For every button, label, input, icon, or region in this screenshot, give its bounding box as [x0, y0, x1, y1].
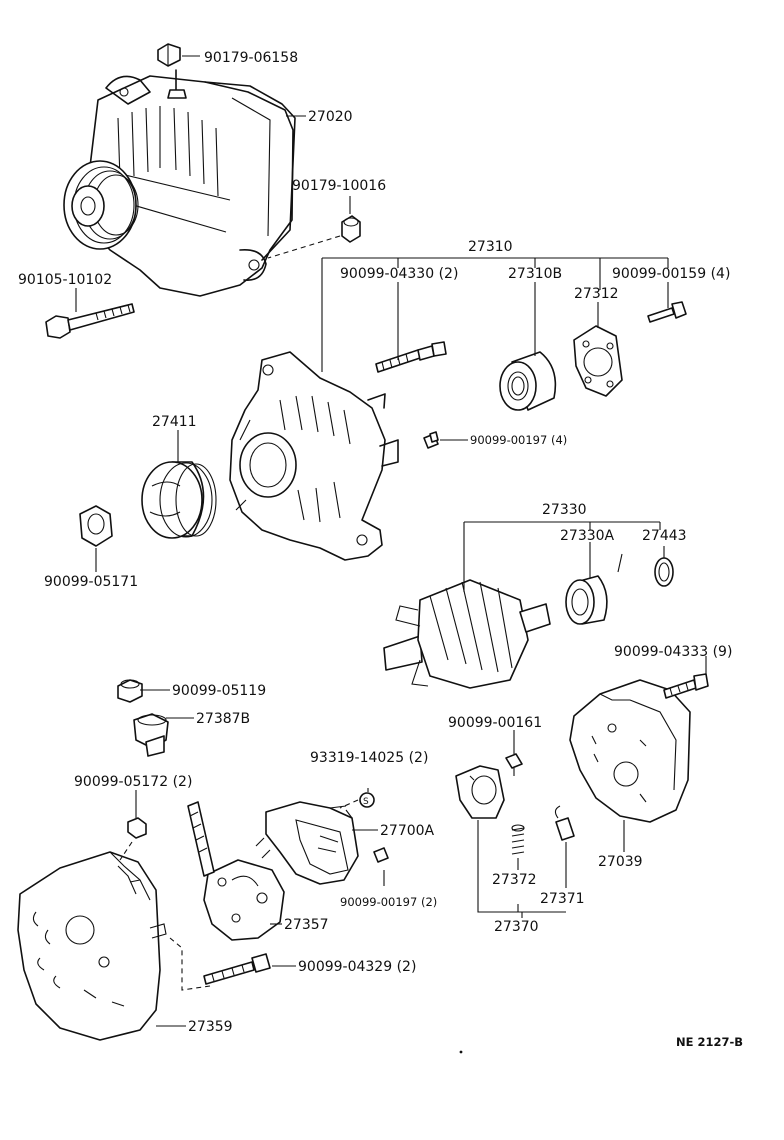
- nut-90099-05171-icon: [79, 505, 113, 547]
- screw-93319-14025-icon: S: [359, 792, 375, 808]
- rectifier-holder-27359-icon: [17, 851, 167, 1041]
- screw-90099-00197-4-icon: [423, 431, 439, 449]
- nut-90179-10016-icon: [341, 215, 361, 243]
- label-90099-00161: 90099-00161: [448, 715, 542, 731]
- insulator-27387B-icon: [133, 713, 169, 757]
- label-93319-14025: 93319-14025 (2): [310, 750, 428, 766]
- label-27411: 27411: [152, 414, 197, 430]
- label-90099-00197-4: 90099-00197 (4): [470, 433, 567, 447]
- label-27443: 27443: [642, 528, 687, 544]
- label-27310B: 27310B: [508, 266, 562, 282]
- nut-90099-05172-icon: [127, 817, 147, 839]
- label-27039: 27039: [598, 854, 643, 870]
- label-90179-10016: 90179-10016: [292, 178, 386, 194]
- pulley-27411-icon: [141, 461, 217, 539]
- label-27330: 27330: [542, 502, 587, 518]
- label-27310: 27310: [468, 239, 513, 255]
- nut-90179-06158-icon: [157, 43, 181, 67]
- label-27700A: 27700A: [380, 823, 435, 839]
- label-27330A: 27330A: [560, 528, 615, 544]
- bolt-90099-04333-icon: [663, 673, 709, 699]
- brush-holder-27370-icon: [455, 765, 505, 819]
- drive-end-frame: [229, 351, 399, 561]
- label-90099-04333: 90099-04333 (9): [614, 644, 732, 660]
- label-90099-00159: 90099-00159 (4): [612, 266, 730, 282]
- label-27372: 27372: [492, 872, 537, 888]
- svg-text:S: S: [363, 797, 369, 807]
- speck-dot: [459, 1050, 463, 1054]
- screw-90099-00159-icon: [647, 301, 687, 323]
- bolt-90099-04329-icon: [203, 953, 271, 985]
- diagram-code: NE 2127-B: [676, 1035, 743, 1049]
- label-90179-06158: 90179-06158: [204, 50, 298, 66]
- label-27387B: 27387B: [196, 711, 250, 727]
- rotor-27330-icon: [383, 579, 551, 689]
- brush-holder-27357-icon: [187, 801, 285, 941]
- bolt-90105-10102-icon: [45, 303, 135, 339]
- retainer-27312-icon: [573, 325, 623, 397]
- part-labels: 90179-06158 27020 90179-10016 90105-1010…: [18, 50, 743, 1049]
- label-27370: 27370: [494, 919, 539, 935]
- spring-27372-icon: [511, 824, 525, 855]
- rectifier-end-frame-27039-icon: [569, 679, 691, 823]
- label-90099-04329: 90099-04329 (2): [298, 959, 416, 975]
- screw-90099-00197-2-icon: [373, 847, 389, 863]
- label-90099-00197-2: 90099-00197 (2): [340, 895, 437, 909]
- bearing-27310B-icon: [499, 351, 557, 411]
- label-27371: 27371: [540, 891, 585, 907]
- label-90099-05171: 90099-05171: [44, 574, 138, 590]
- bearing-27330A-icon: [565, 575, 608, 625]
- label-27020: 27020: [308, 109, 353, 125]
- alternator-assembly: [63, 69, 296, 297]
- label-90105-10102: 90105-10102: [18, 272, 112, 288]
- label-90099-05119: 90099-05119: [172, 683, 266, 699]
- nut-90099-05119-icon: [117, 679, 143, 703]
- stud-90099-04330-icon: [375, 341, 447, 373]
- tick-mark: [617, 553, 623, 573]
- regulator-27700A-icon: [255, 801, 359, 885]
- brush-27371-icon: [554, 805, 575, 841]
- leader-lines: [75, 55, 707, 1027]
- label-90099-05172: 90099-05172 (2): [74, 774, 192, 790]
- cover-27443-icon: [654, 557, 674, 587]
- screw-90099-00161-icon: [505, 753, 523, 776]
- label-27359: 27359: [188, 1019, 233, 1035]
- label-90099-04330: 90099-04330 (2): [340, 266, 458, 282]
- label-27312: 27312: [574, 286, 619, 302]
- label-27357: 27357: [284, 917, 329, 933]
